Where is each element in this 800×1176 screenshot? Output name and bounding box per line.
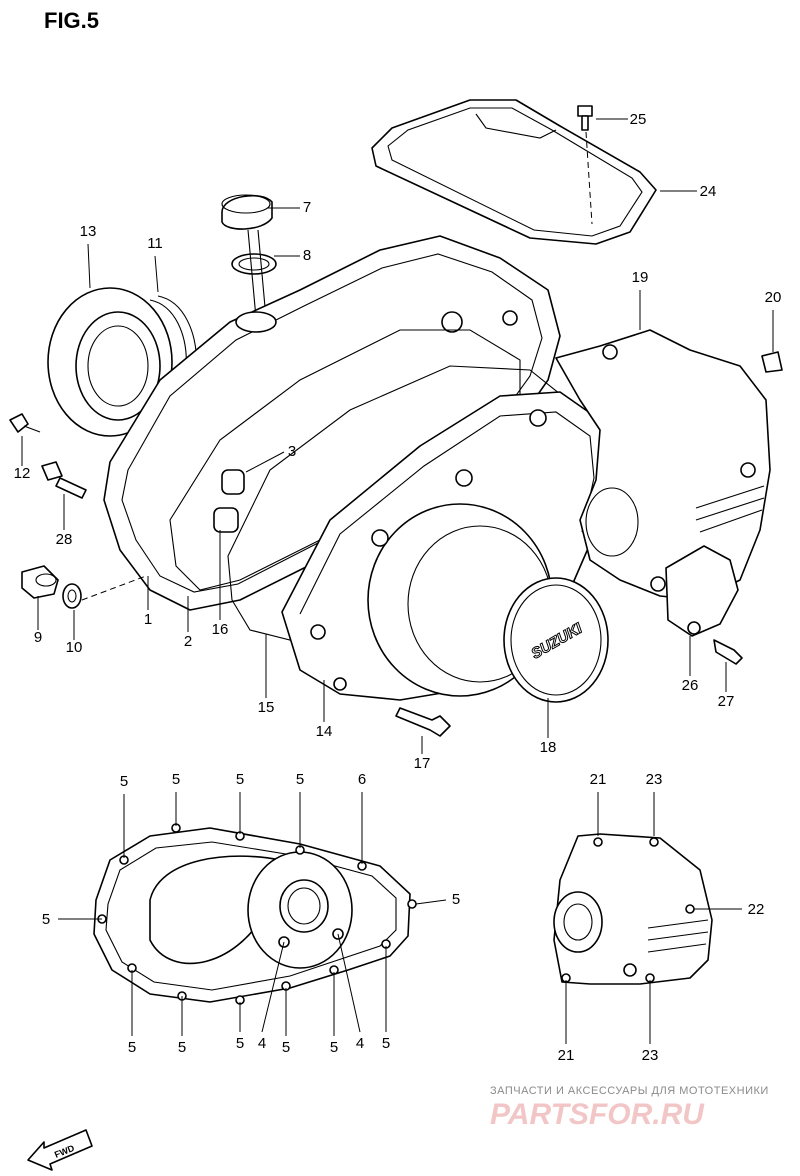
callout-g5k: 5	[330, 1039, 338, 1056]
callout-g4b: 4	[356, 1035, 364, 1052]
dowel-pin-part-16	[213, 507, 239, 533]
callout-g5h: 5	[178, 1039, 186, 1056]
leader-line-c3	[245, 451, 285, 473]
callout-c25: 25	[630, 111, 647, 128]
callout-g4a: 4	[258, 1035, 266, 1052]
callout-c10: 10	[66, 639, 83, 656]
bolt-part-12	[9, 413, 41, 433]
screw-part-27	[713, 639, 743, 665]
callout-c24: 24	[700, 183, 717, 200]
callout-s23b: 23	[642, 1047, 659, 1064]
leader-line-c13	[87, 243, 91, 289]
callout-c28: 28	[56, 531, 73, 548]
leader-line-g5e	[415, 899, 447, 905]
leader-line-c11	[154, 255, 159, 293]
watermark-brand: PARTSFOR.RU	[490, 1098, 705, 1131]
generator-cover-part-19	[555, 329, 771, 601]
bolt-part-25	[577, 105, 593, 225]
callout-c7: 7	[303, 199, 311, 216]
top-cover-part-24	[371, 99, 657, 245]
callout-c16: 16	[212, 621, 229, 638]
callout-s22: 22	[748, 901, 765, 918]
callout-c3: 3	[288, 443, 296, 460]
callout-s23a: 23	[646, 771, 663, 788]
washer-part-10	[62, 575, 147, 609]
callout-c12: 12	[14, 465, 31, 482]
callout-c9: 9	[34, 629, 42, 646]
callout-c17: 17	[414, 755, 431, 772]
callout-s21a: 21	[590, 771, 607, 788]
bolt-part-17	[395, 707, 451, 737]
callout-c13: 13	[80, 223, 97, 240]
clutch-cover-gasket-set	[93, 823, 417, 1005]
switch-part-28	[41, 461, 87, 499]
callout-g5g: 5	[128, 1039, 136, 1056]
figure-title: FIG.5	[44, 8, 99, 33]
small-cover-assembly	[553, 833, 713, 985]
callout-c2: 2	[184, 633, 192, 650]
callout-g5d: 5	[296, 771, 304, 788]
callout-g5i: 5	[236, 1035, 244, 1052]
callout-g5e: 5	[452, 891, 460, 908]
callout-c27: 27	[718, 693, 735, 710]
leader-line-g4b	[337, 933, 361, 1033]
callout-s21b: 21	[558, 1047, 575, 1064]
cap-part-26	[665, 545, 739, 637]
callout-g5j: 5	[282, 1039, 290, 1056]
callout-g5f: 5	[42, 911, 50, 928]
callout-c1: 1	[144, 611, 152, 628]
callout-c8: 8	[303, 247, 311, 264]
callout-g5a: 5	[120, 773, 128, 790]
dowel-pin-part-3	[221, 469, 245, 495]
emblem-part-18: SUZUKI	[503, 577, 609, 703]
watermark-tagline: ЗАПЧАСТИ И АКСЕССУАРЫ ДЛЯ МОТОТЕХНИКИ	[490, 1085, 769, 1097]
callout-c19: 19	[632, 269, 649, 286]
callout-c26: 26	[682, 677, 699, 694]
callout-c18: 18	[540, 739, 557, 756]
callout-g5l: 5	[382, 1035, 390, 1052]
o-ring-part-8	[231, 229, 277, 319]
callout-g6: 6	[358, 771, 366, 788]
filler-cap-part-7	[221, 194, 273, 230]
watermark: ЗАПЧАСТИ И АКСЕССУАРЫ ДЛЯ МОТОТЕХНИКИ PA…	[490, 1085, 769, 1131]
callout-g5b: 5	[172, 771, 180, 788]
fwd-direction-marker: FWD	[27, 1129, 93, 1171]
callout-c15: 15	[258, 699, 275, 716]
callout-g5c: 5	[236, 771, 244, 788]
plug-part-20	[761, 351, 783, 373]
callout-c14: 14	[316, 723, 333, 740]
callout-c11: 11	[147, 235, 163, 252]
round-cover-part-13	[47, 287, 173, 437]
callout-c20: 20	[765, 289, 782, 306]
drain-plug-part-9	[21, 565, 59, 599]
leader-line-g4a	[261, 941, 285, 1033]
